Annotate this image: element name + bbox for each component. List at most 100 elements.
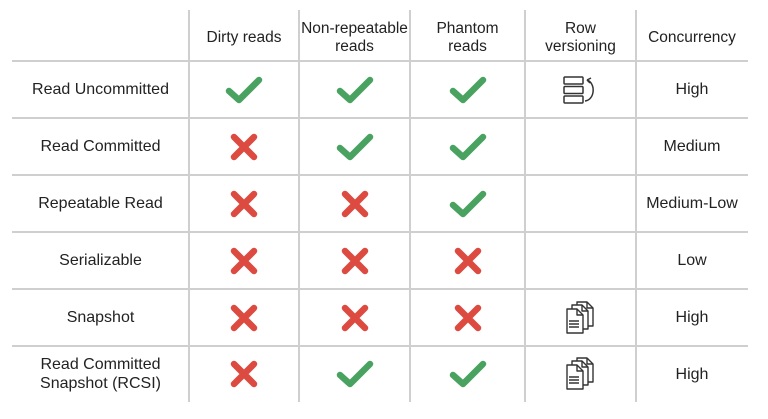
header-empty bbox=[12, 10, 189, 63]
isolation-level-name-line: Read Committed bbox=[40, 356, 161, 373]
row-divider bbox=[12, 288, 748, 290]
column-header-text-line: Non-repeatable bbox=[301, 19, 408, 37]
column-divider bbox=[188, 10, 190, 402]
isolation-level-name: Repeatable Read bbox=[38, 194, 163, 213]
non-repeatable-reads-cell bbox=[299, 118, 410, 175]
check-icon bbox=[336, 359, 374, 389]
concurrency-cell: Low bbox=[636, 232, 748, 289]
column-header-text: Concurrency bbox=[648, 29, 736, 47]
column-header-text-line: Row bbox=[564, 19, 596, 37]
cross-icon bbox=[229, 359, 259, 389]
check-icon bbox=[449, 75, 487, 105]
isolation-level-name: Read Committed bbox=[40, 137, 160, 156]
non-repeatable-reads-cell bbox=[299, 289, 410, 346]
cross-icon bbox=[453, 303, 483, 333]
column-header-text-line: reads bbox=[335, 37, 374, 55]
column-header-text: Dirty reads bbox=[207, 29, 282, 47]
column-divider bbox=[635, 10, 637, 402]
column-divider bbox=[298, 10, 300, 402]
concurrency-value: High bbox=[675, 81, 709, 98]
isolation-level-label: Repeatable Read bbox=[12, 175, 189, 232]
check-icon bbox=[449, 189, 487, 219]
concurrency-cell: High bbox=[636, 346, 748, 402]
dirty-reads-cell bbox=[189, 175, 299, 232]
row-divider bbox=[12, 174, 748, 176]
phantom-reads-cell bbox=[410, 118, 525, 175]
cross-icon bbox=[340, 303, 370, 333]
row-versioning-cell bbox=[525, 118, 636, 175]
isolation-level-name-line: Read Committed bbox=[40, 138, 161, 155]
row-version-icon bbox=[562, 75, 600, 105]
phantom-reads-cell bbox=[410, 232, 525, 289]
row-versioning-cell bbox=[525, 61, 636, 118]
header-concurrency: Concurrency bbox=[636, 10, 748, 63]
concurrency-value: Low bbox=[677, 252, 707, 269]
isolation-level-label: Read Uncommitted bbox=[12, 61, 189, 118]
check-icon bbox=[225, 75, 263, 105]
column-header-text-line: Dirty reads bbox=[206, 28, 282, 46]
row-versioning-cell bbox=[525, 232, 636, 289]
cross-icon bbox=[229, 303, 259, 333]
column-header-text-line: versioning bbox=[545, 37, 616, 55]
isolation-level-name-line: Repeatable Read bbox=[38, 195, 163, 212]
column-divider bbox=[409, 10, 411, 402]
cross-icon bbox=[229, 132, 259, 162]
dirty-reads-cell bbox=[189, 289, 299, 346]
concurrency-value: High bbox=[675, 365, 709, 383]
non-repeatable-reads-cell bbox=[299, 346, 410, 402]
isolation-level-name: Serializable bbox=[59, 251, 142, 270]
cross-icon bbox=[229, 189, 259, 219]
dirty-reads-cell bbox=[189, 61, 299, 118]
phantom-reads-cell bbox=[410, 289, 525, 346]
column-header-text-line: Concurrency bbox=[648, 28, 736, 46]
check-icon bbox=[336, 132, 374, 162]
isolation-level-label: Serializable bbox=[12, 232, 189, 289]
row-versioning-cell bbox=[525, 346, 636, 402]
row-divider bbox=[12, 345, 748, 347]
documents-icon bbox=[563, 300, 599, 336]
concurrency-value: Medium bbox=[663, 138, 721, 155]
cross-icon bbox=[229, 246, 259, 276]
documents-icon bbox=[563, 356, 599, 392]
phantom-reads-cell bbox=[410, 175, 525, 232]
row-versioning-cell bbox=[525, 175, 636, 232]
cross-icon bbox=[340, 246, 370, 276]
row-divider bbox=[12, 60, 748, 62]
check-icon bbox=[449, 132, 487, 162]
cross-icon bbox=[340, 189, 370, 219]
non-repeatable-reads-cell bbox=[299, 175, 410, 232]
isolation-level-name-line: Snapshot bbox=[66, 309, 135, 326]
isolation-level-name-line: Snapshot (RCSI) bbox=[40, 375, 161, 392]
isolation-level-name: Read Uncommitted bbox=[32, 80, 169, 99]
concurrency-value: High bbox=[675, 309, 709, 326]
isolation-level-name: Snapshot bbox=[67, 308, 135, 327]
non-repeatable-reads-cell bbox=[299, 232, 410, 289]
row-divider bbox=[12, 117, 748, 119]
row-divider bbox=[12, 231, 748, 233]
row-versioning-cell bbox=[525, 289, 636, 346]
concurrency-cell: High bbox=[636, 61, 748, 118]
phantom-reads-cell bbox=[410, 346, 525, 402]
dirty-reads-cell bbox=[189, 346, 299, 402]
phantom-reads-cell bbox=[410, 61, 525, 118]
check-icon bbox=[336, 75, 374, 105]
isolation-level-name-line: Serializable bbox=[59, 252, 142, 269]
column-header-text-line: Phantom bbox=[436, 19, 499, 37]
dirty-reads-cell bbox=[189, 232, 299, 289]
dirty-reads-cell bbox=[189, 118, 299, 175]
concurrency-cell: High bbox=[636, 289, 748, 346]
check-icon bbox=[449, 359, 487, 389]
concurrency-cell: Medium bbox=[636, 118, 748, 175]
non-repeatable-reads-cell bbox=[299, 61, 410, 118]
column-header-text-line: reads bbox=[448, 37, 487, 55]
concurrency-cell: Medium-Low bbox=[636, 175, 748, 232]
isolation-level-name-line: Read Uncommitted bbox=[32, 81, 169, 98]
